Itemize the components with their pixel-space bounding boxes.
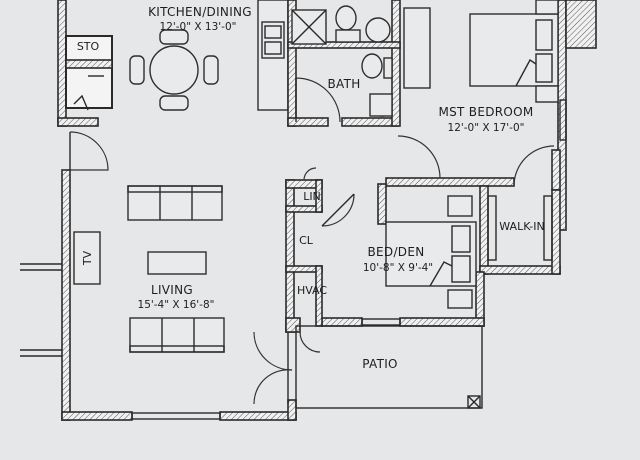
dresser xyxy=(403,7,431,89)
tv-label: TV xyxy=(81,250,94,266)
kitchen-label: KITCHEN/DINING xyxy=(148,5,252,19)
master-bedroom-label: MST BEDROOM xyxy=(438,105,533,119)
walls xyxy=(20,0,597,421)
patio-label: PATIO xyxy=(362,357,398,371)
master-bedroom-dims: 12'-0" X 17'-0" xyxy=(448,122,525,134)
hvac-label: HVAC xyxy=(297,284,327,297)
dining-table xyxy=(149,45,199,95)
sofa-upper xyxy=(127,185,223,221)
bath-sink xyxy=(335,5,357,31)
walk-in-label: WALK-IN xyxy=(499,220,544,233)
den-bed xyxy=(385,221,477,287)
coffee-table xyxy=(147,251,207,275)
den-label: BED/DEN xyxy=(368,245,425,259)
doors xyxy=(69,77,555,405)
living-label: LIVING xyxy=(151,283,193,297)
master-bed xyxy=(469,13,559,87)
kitchen-sink xyxy=(261,21,285,59)
room-labels: KITCHEN/DINING 12'-0" X 13'-0" STO BATH … xyxy=(77,5,545,371)
toilet xyxy=(361,53,383,79)
den-dims: 10'-8" X 9'-4" xyxy=(363,262,433,274)
kitchen-dims: 12'-0" X 13'-0" xyxy=(160,21,237,33)
living-dims: 15'-4" X 16'-8" xyxy=(138,299,215,311)
sofa-lower xyxy=(129,317,225,353)
linen-label: LIN xyxy=(303,190,321,203)
bath-label: BATH xyxy=(327,77,360,91)
closet-label: CL xyxy=(299,234,314,247)
tv-unit xyxy=(73,231,101,285)
furniture xyxy=(73,0,559,353)
storage-label: STO xyxy=(77,40,100,53)
